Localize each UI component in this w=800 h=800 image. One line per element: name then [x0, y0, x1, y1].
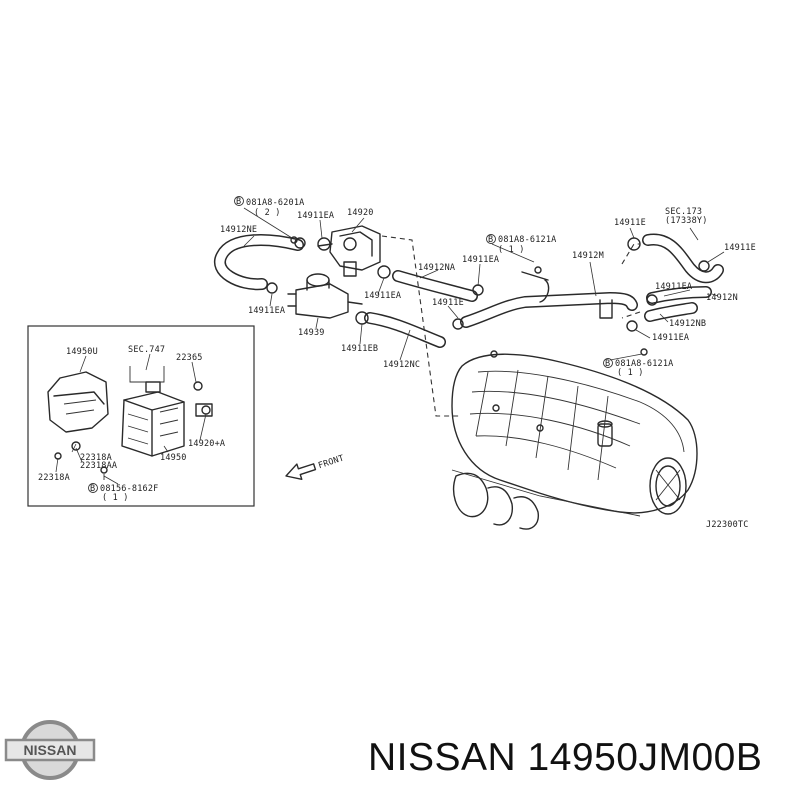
- label-14911ea: 14911EA: [652, 333, 689, 343]
- label-14939: 14939: [298, 328, 325, 338]
- label-081a8-6121a: 081A8-6121A: [498, 235, 557, 245]
- label-14911ea: 14911EA: [655, 282, 692, 292]
- label-08156-8162f: 08156-8162F: [100, 484, 159, 494]
- intake-manifold: [451, 350, 698, 530]
- label-14912nb: 14912NB: [669, 319, 706, 329]
- svg-text:B: B: [605, 359, 610, 369]
- svg-text:( 2 ): ( 2 ): [254, 208, 281, 218]
- label-14911ea: 14911EA: [462, 255, 499, 265]
- label-14912nc: 14912NC: [383, 360, 420, 370]
- label-14920: 14920: [347, 208, 374, 218]
- part-number-caption: NISSAN 14950JM00B: [368, 736, 763, 779]
- label-14950: 14950: [160, 453, 187, 463]
- hose-14912ne: [214, 234, 304, 291]
- label-14912ne: 14912NE: [220, 225, 257, 235]
- svg-text:( 1 ): ( 1 ): [498, 245, 525, 255]
- label-14912m: 14912M: [572, 251, 604, 261]
- svg-text:NISSAN: NISSAN: [24, 742, 77, 758]
- svg-text:( 1 ): ( 1 ): [617, 368, 644, 378]
- svg-text:FRONT: FRONT: [317, 453, 345, 471]
- svg-text:B: B: [488, 235, 493, 245]
- label-22365: 22365: [176, 353, 203, 363]
- pipe-14912m: [460, 271, 638, 328]
- inset-canister-box: 14950U SEC.747 22365 22318A 22318AA 2231…: [27, 325, 255, 507]
- nissan-logo: NISSAN: [4, 720, 96, 780]
- label-14911e: 14911E: [724, 243, 756, 253]
- label-14911eb: 14911EB: [341, 344, 378, 354]
- label-14912n: 14912N: [706, 293, 738, 303]
- reference-line: [621, 243, 640, 265]
- front-arrow: FRONT: [285, 453, 345, 480]
- leader-lines: [243, 207, 725, 361]
- valve-14920: [317, 225, 381, 277]
- label-14912na: 14912NA: [418, 263, 455, 273]
- reference-line: [621, 311, 641, 319]
- svg-text:B: B: [90, 484, 95, 494]
- hose-14912n: [642, 233, 724, 284]
- label-14911e: 14911E: [432, 298, 464, 308]
- hose-14912nb: [644, 286, 712, 322]
- label-14911e: 14911E: [614, 218, 646, 228]
- label-14920a: 14920+A: [188, 439, 225, 449]
- label-14911ea: 14911EA: [248, 306, 285, 316]
- diagram-code: J22300TC: [706, 520, 749, 530]
- solenoid-14939: [287, 273, 363, 319]
- label-081a8-6201a: 081A8-6201A: [246, 198, 305, 208]
- part-labels: B 081A8-6201A ( 2 ) 14911EA 14920 14912N…: [220, 196, 756, 530]
- label-14950u: 14950U: [66, 347, 98, 357]
- label-081a8-6121a: 081A8-6121A: [615, 359, 674, 369]
- hose-14912nc: [364, 312, 446, 348]
- svg-text:(17338Y): (17338Y): [665, 216, 708, 226]
- label-sec747: SEC.747: [128, 345, 165, 355]
- svg-text:( 1 ): ( 1 ): [102, 493, 129, 503]
- label-22318a: 22318A: [38, 473, 70, 483]
- hose-14912na: [392, 270, 478, 302]
- reference-line: [381, 235, 462, 417]
- label-22318a: 22318A: [80, 453, 112, 463]
- label-sec173: SEC.173: [665, 207, 702, 217]
- label-14911ea: 14911EA: [297, 211, 334, 221]
- label-22318aa: 22318AA: [80, 461, 117, 471]
- label-14911ea: 14911EA: [364, 291, 401, 301]
- svg-text:B: B: [236, 197, 241, 207]
